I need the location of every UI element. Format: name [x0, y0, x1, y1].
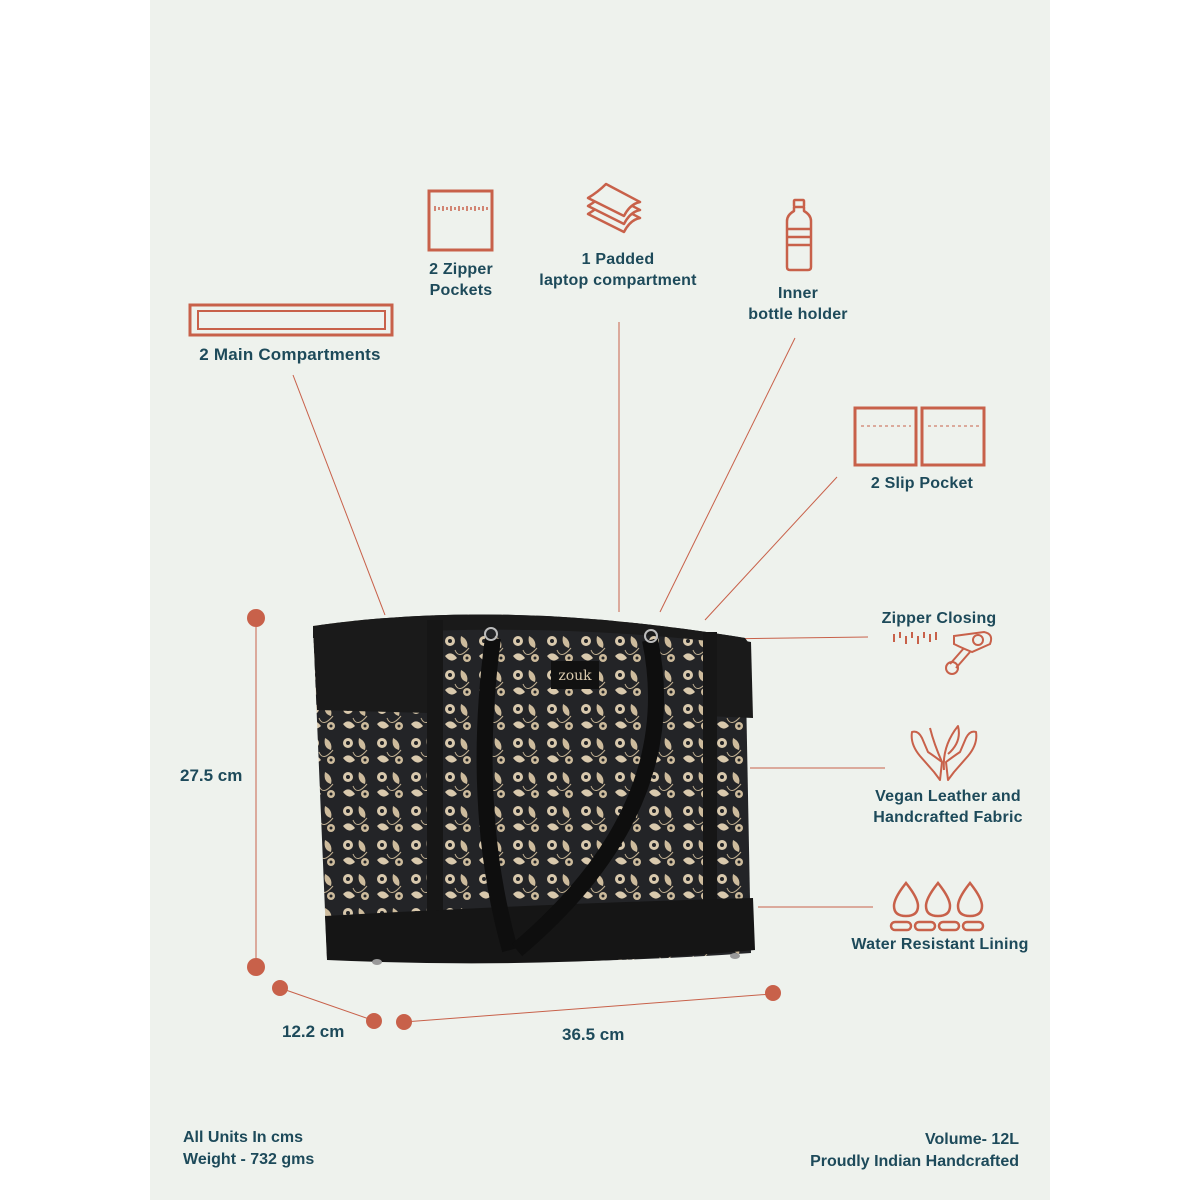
feature-label-laptop-compartment: 1 Padded laptop compartment [539, 251, 697, 289]
feature-label-water-resistant: Water Resistant Lining [851, 936, 1029, 953]
footer-left: All Units In cms Weight - 732 gms [183, 1127, 314, 1171]
volume-note: Volume- 12L [925, 1131, 1019, 1148]
svg-text:zouk: zouk [558, 668, 592, 684]
units-note: All Units In cms [183, 1129, 304, 1146]
bottle-icon [785, 198, 813, 272]
feature-label-zipper-closing: Zipper Closing [881, 610, 997, 627]
feature-label-main-compartments: 2 Main Compartments [199, 345, 381, 364]
water-drops-icon [889, 880, 985, 932]
dimension-depth: 12.2 cm [282, 1022, 345, 1041]
hands-leaf-icon [910, 725, 978, 781]
tote-bag-image: zouk [313, 614, 755, 965]
weight-note: Weight - 732 gms [183, 1151, 315, 1168]
feature-label-bottle-holder: Inner bottle holder [748, 285, 848, 323]
dimension-height: 27.5 cm [180, 766, 243, 785]
dimension-width: 36.5 cm [562, 1025, 625, 1044]
feature-label-vegan-leather: Vegan Leather and Handcrafted Fabric [873, 788, 1023, 826]
handcrafted-note: Proudly Indian Handcrafted [810, 1153, 1019, 1170]
feature-label-zipper-pockets: 2 Zipper Pockets [429, 261, 493, 299]
padded-layers-icon [586, 182, 642, 234]
feature-label-slip-pocket: 2 Slip Pocket [870, 475, 974, 492]
zipper-pocket-icon [427, 189, 494, 252]
slip-pocket-icon [853, 406, 986, 467]
zipper-pull-icon [893, 630, 993, 675]
brand-tag [551, 661, 599, 689]
double-rectangle-icon [188, 303, 394, 337]
footer-right: Volume- 12L Proudly Indian Handcrafted [810, 1129, 1019, 1173]
